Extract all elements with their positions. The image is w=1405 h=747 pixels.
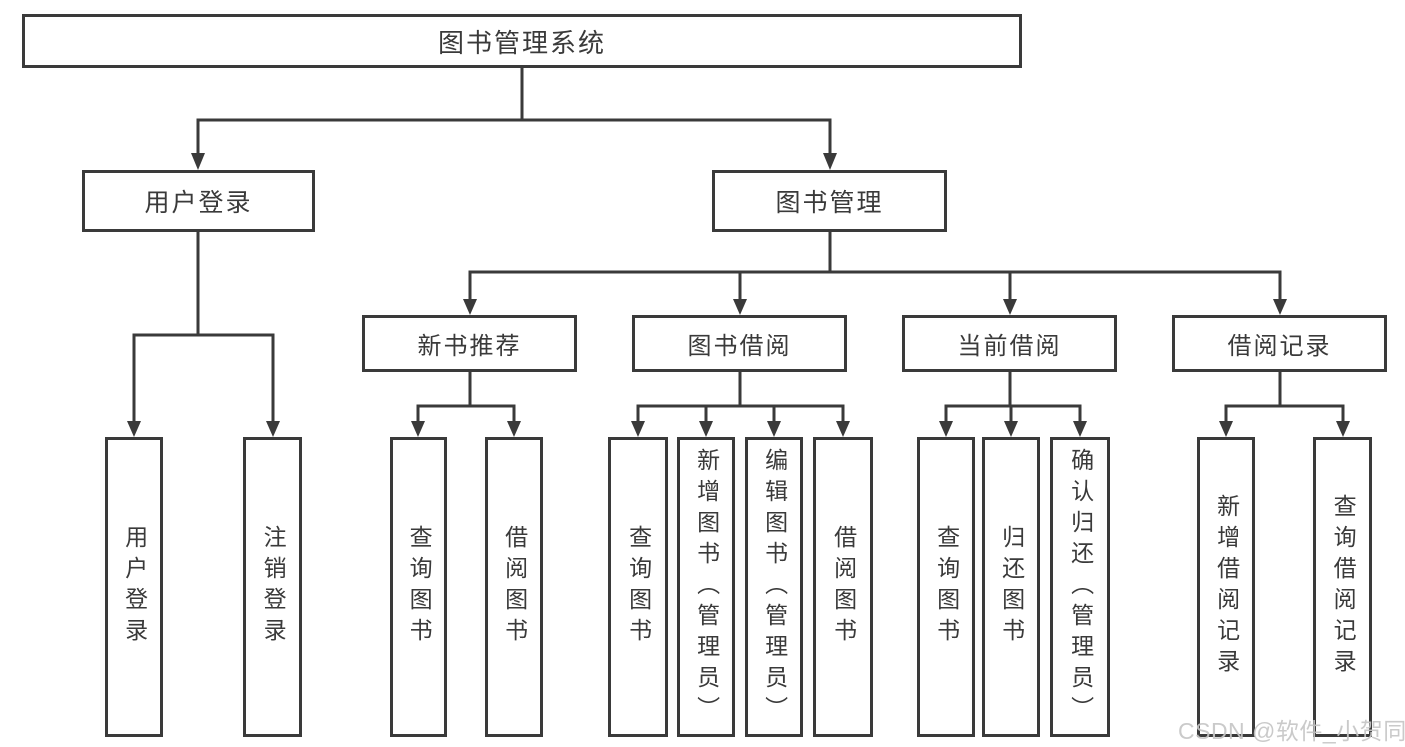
node-label: 借阅图书 [501,525,528,649]
node-label: 注销登录 [260,525,287,649]
leaf-edit-books-admin: 编辑图书（管理员） [745,437,803,737]
leaf-confirm-return-admin: 确认归还（管理员） [1050,437,1110,737]
leaf-borrow-books: 借阅图书 [813,437,873,737]
node-new-book-recommend: 新书推荐 [362,315,577,372]
leaf-query-books-recommend: 查询图书 [390,437,447,737]
node-label: 新增借阅记录 [1213,494,1240,680]
node-root-system: 图书管理系统 [22,14,1022,68]
node-label: 用户登录 [121,525,148,649]
node-label: 查询借阅记录 [1330,494,1357,680]
node-label: 图书借阅 [687,333,792,360]
node-user-login: 用户登录 [82,170,315,232]
node-label: 借阅记录 [1227,333,1332,360]
leaf-add-books-admin: 新增图书（管理员） [677,437,735,737]
node-book-borrow: 图书借阅 [632,315,847,372]
node-label: 查询图书 [933,525,960,649]
node-label: 当前借阅 [957,333,1062,360]
node-label: 新增图书（管理员） [693,447,720,727]
arrowheads [127,153,1350,437]
node-current-borrow: 当前借阅 [902,315,1117,372]
node-label: 查询图书 [625,525,652,649]
node-label: 借阅图书 [830,525,857,649]
csdn-watermark: CSDN @软件_小贺同学 [1178,718,1405,744]
leaf-logout: 注销登录 [243,437,302,737]
leaf-user-login: 用户登录 [105,437,163,737]
leaf-add-borrow-record: 新增借阅记录 [1197,437,1255,737]
connector-paths [132,68,1345,423]
leaf-query-books-current: 查询图书 [917,437,975,737]
node-label: 图书管理系统 [437,27,606,58]
node-label: 确认归还（管理员） [1067,447,1094,727]
leaf-query-books-borrow: 查询图书 [608,437,668,737]
node-label: 查询图书 [406,525,433,649]
node-label: 图书管理 [775,189,884,217]
leaf-return-books: 归还图书 [982,437,1040,737]
node-label: 归还图书 [998,525,1025,649]
node-label: 编辑图书（管理员） [761,447,788,727]
node-label: 用户登录 [144,189,253,217]
leaf-query-borrow-record: 查询借阅记录 [1313,437,1372,737]
leaf-borrow-books-recommend: 借阅图书 [485,437,543,737]
node-book-management: 图书管理 [712,170,947,232]
node-label: 新书推荐 [417,333,522,360]
node-borrow-records: 借阅记录 [1172,315,1387,372]
